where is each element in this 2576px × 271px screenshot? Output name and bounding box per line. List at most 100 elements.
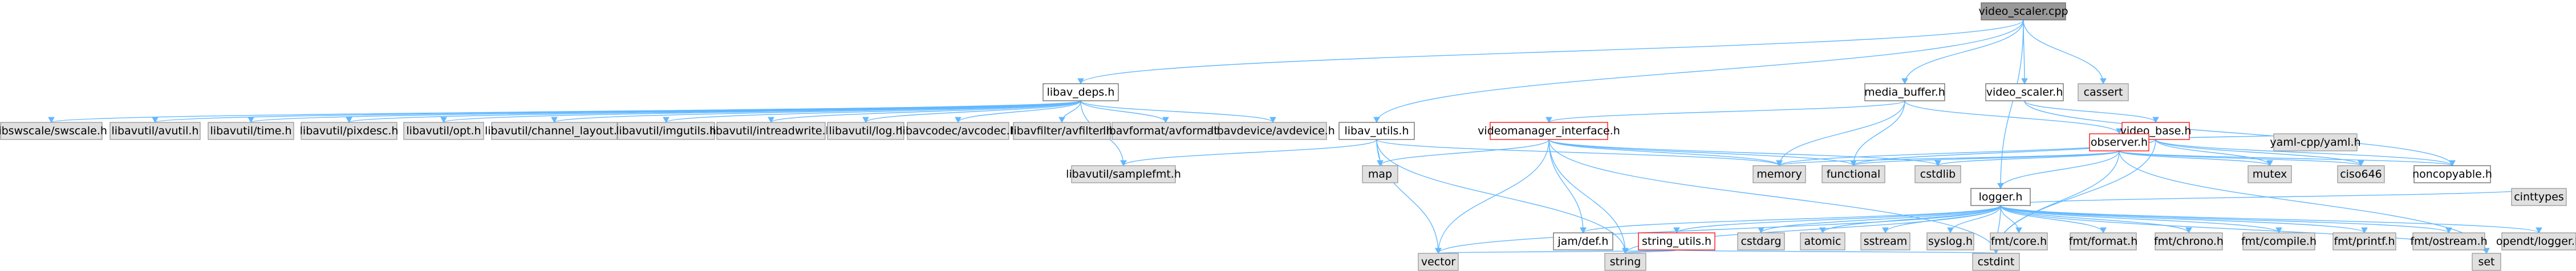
edge-media_buffer_h-to-observer_h bbox=[1904, 100, 2120, 134]
node-libavcodec-avcodec-h: libavcodec/avcodec.h bbox=[899, 122, 1017, 140]
node-label: libavdevice/avdevice.h bbox=[1211, 125, 1335, 137]
node-box bbox=[1914, 165, 1961, 183]
edge-libav_deps_h-to-libavutil_imgutils_h bbox=[666, 100, 1081, 123]
node-cstdarg: cstdarg bbox=[1737, 232, 1785, 251]
edge-logger_h-to-jsondef_h bbox=[1583, 205, 2001, 233]
node-video-scaler-h[interactable]: video_scaler.h bbox=[1985, 83, 2064, 101]
node-box bbox=[2248, 165, 2292, 183]
node-label: libav_deps.h bbox=[1047, 86, 1115, 98]
edge-arrowhead bbox=[2100, 227, 2107, 234]
node-box bbox=[907, 122, 1009, 140]
node-videomanager-interface-h[interactable]: videomanager_interface.h bbox=[1478, 122, 1620, 140]
node-fmt-ostream-h: fmt/ostream.h bbox=[2410, 232, 2488, 251]
node-box bbox=[208, 122, 294, 140]
node-box bbox=[1638, 232, 1715, 251]
node-label: noncopyable.h bbox=[2412, 168, 2492, 180]
node-sstream: sstream bbox=[1860, 232, 1910, 251]
node-label: atomic bbox=[1804, 235, 1841, 248]
node-box bbox=[2070, 232, 2137, 251]
node-memory: memory bbox=[1753, 165, 1806, 183]
node-cassert: cassert bbox=[2078, 83, 2129, 101]
node-jsondef-h[interactable]: jam/def.h bbox=[1553, 232, 1613, 251]
node-libavutil-pixdesc-h: libavutil/pixdesc.h bbox=[300, 122, 398, 140]
node-libavdevice-avdevice-h: libavdevice/avdevice.h bbox=[1211, 122, 1335, 140]
node-yaml-cpp-h: yaml-cpp/yaml.h bbox=[2270, 133, 2361, 151]
edge-arrowhead bbox=[2116, 128, 2123, 135]
node-fmt-chrono-h: fmt/chrono.h bbox=[2154, 232, 2224, 251]
node-observer-h[interactable]: observer.h bbox=[2089, 133, 2149, 151]
node-atomic: atomic bbox=[1800, 232, 1845, 251]
node-label: syslog.h bbox=[1928, 235, 1973, 248]
edge-arrowhead bbox=[1373, 117, 1380, 124]
node-cts646: ciso646 bbox=[2337, 165, 2385, 183]
node-map: map bbox=[1362, 165, 1398, 183]
node-label: cstdint bbox=[1978, 256, 2015, 268]
node-box bbox=[2332, 232, 2396, 251]
node-label: video_scaler.h bbox=[1986, 86, 2063, 98]
edge-string_utils_h-to-string bbox=[1625, 249, 1677, 254]
edge-video_base_h-to-noncopyable_h bbox=[2155, 139, 2453, 166]
node-box bbox=[1362, 165, 1398, 183]
node-media-buffer-h[interactable]: media_buffer.h bbox=[1864, 83, 1945, 101]
edge-arrowhead bbox=[1622, 248, 1629, 254]
edge-media_buffer_h-to-memory bbox=[1779, 100, 1905, 166]
node-box bbox=[1737, 232, 1785, 251]
edge-arrowhead bbox=[2358, 160, 2364, 167]
edge-videomanager_interface_h-to-cstdint bbox=[1548, 139, 1997, 254]
node-video-scaler-cpp[interactable]: video_scaler.cpp bbox=[1978, 2, 2068, 20]
edge-logger_h-to-fmt_compile_h bbox=[2000, 205, 2279, 233]
node-box bbox=[1864, 83, 1945, 101]
edge-libav_deps_h-to-libavutil_channel_layout_h bbox=[554, 100, 1081, 123]
edge-observer_h-to-noncopyable_h bbox=[2119, 150, 2453, 166]
node-label: media_buffer.h bbox=[1864, 86, 1945, 98]
node-label: set bbox=[2478, 256, 2494, 268]
node-libavutil-imgutils-h: libavutil/imgutils.h bbox=[616, 122, 716, 140]
node-label: fmt/ostream.h bbox=[2410, 235, 2487, 248]
edge-arrowhead bbox=[1882, 227, 1889, 234]
node-libavutil-avutil-h: libavutil/avutil.h bbox=[109, 122, 201, 140]
edge-video_scaler_cpp-to-libav_deps_h bbox=[1080, 19, 2024, 84]
node-box bbox=[1219, 122, 1327, 140]
edge-logger_h-to-opendtlogger_h bbox=[2000, 205, 2540, 233]
node-box bbox=[1926, 232, 1974, 251]
node-box bbox=[617, 122, 715, 140]
node-box bbox=[2078, 83, 2129, 101]
node-fmt-format-h: fmt/format.h bbox=[2069, 232, 2138, 251]
node-label: jam/def.h bbox=[1557, 235, 1609, 248]
node-label: video_scaler.cpp bbox=[1978, 5, 2068, 18]
edge-videomanager_interface_h-to-map bbox=[1380, 139, 1549, 166]
node-label: libswscale/swscale.h bbox=[0, 125, 107, 137]
node-box bbox=[1338, 122, 1415, 140]
node-box bbox=[1990, 232, 2048, 251]
node-box bbox=[2242, 232, 2315, 251]
edge-arrowhead bbox=[2275, 227, 2282, 234]
node-label: libavutil/samplefmt.h bbox=[1066, 168, 1181, 180]
node-libav-utils-h[interactable]: libav_utils.h bbox=[1338, 122, 1415, 140]
node-libavfilter-avfilter-h: libavfilter/avfilter.h bbox=[1011, 122, 1113, 140]
node-logger-h[interactable]: logger.h bbox=[1970, 188, 2031, 206]
node-libavutil-opt-h: libavutil/opt.h bbox=[403, 122, 484, 140]
node-label: libavutil/opt.h bbox=[406, 125, 481, 137]
node-box bbox=[2089, 133, 2149, 151]
edge-libav_deps_h-to-libavformat_avformat_h bbox=[1080, 100, 1166, 123]
node-libavutil-intreadwrite-h: libavutil/intreadwrite.h bbox=[709, 122, 833, 140]
node-noncopyable-h[interactable]: noncopyable.h bbox=[2412, 165, 2492, 183]
edge-libav_utils_h-to-libavutil_samplefmt_h bbox=[1123, 139, 1377, 166]
edge-videomanager_interface_h-to-jsondef_h bbox=[1548, 139, 1584, 233]
node-libav-deps-h[interactable]: libav_deps.h bbox=[1042, 83, 1119, 101]
edge-string_utils_h-to-vector bbox=[1438, 249, 1677, 254]
node-label: fmt/format.h bbox=[2069, 235, 2138, 248]
edge-arrowhead bbox=[1545, 117, 1552, 124]
node-label: functional bbox=[1827, 168, 1881, 180]
node-label: libavutil/imgutils.h bbox=[616, 125, 716, 137]
edge-logger_h-to-fmt_chrono_h bbox=[2000, 205, 2189, 233]
edge-arrowhead bbox=[440, 117, 447, 124]
edge-video_base_h-to-mutex bbox=[2155, 139, 2270, 166]
node-string-utils-h[interactable]: string_utils.h bbox=[1638, 232, 1715, 251]
edge-videomanager_interface_h-to-memory bbox=[1548, 139, 1780, 166]
edge-videomanager_interface_h-to-vector bbox=[1438, 139, 1549, 254]
node-box bbox=[716, 122, 826, 140]
node-box bbox=[1753, 165, 1806, 183]
